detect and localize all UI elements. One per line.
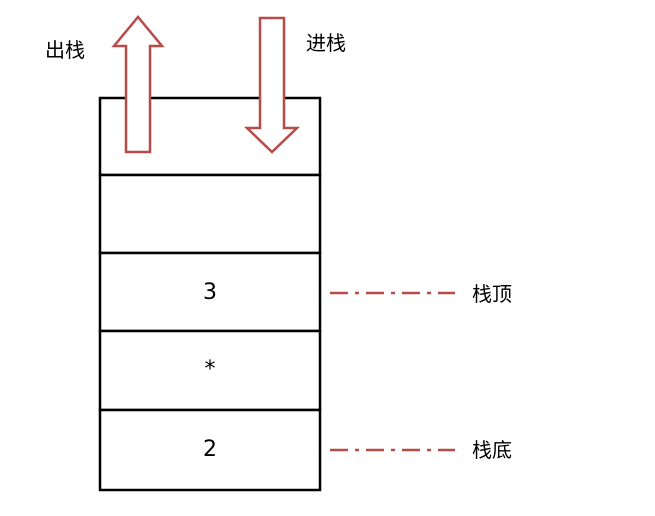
stack-cell-3-value: 3 xyxy=(203,280,217,305)
stack-cell-2 xyxy=(98,173,322,255)
push-arrow-icon xyxy=(243,16,301,154)
stack-cell-4 xyxy=(98,329,322,412)
stack-top-label: 栈顶 xyxy=(472,282,512,306)
stack-bottom-label: 栈底 xyxy=(472,438,512,462)
stack-cell-5 xyxy=(98,408,322,492)
stack-cell-3 xyxy=(98,251,322,333)
stack-cell-4-value: * xyxy=(204,357,216,382)
stack-container xyxy=(98,96,322,492)
pop-label: 出栈 xyxy=(45,38,85,62)
stack-cell-5-value: 2 xyxy=(203,437,217,462)
pop-arrow-icon xyxy=(111,15,165,154)
push-label: 进栈 xyxy=(306,31,346,55)
